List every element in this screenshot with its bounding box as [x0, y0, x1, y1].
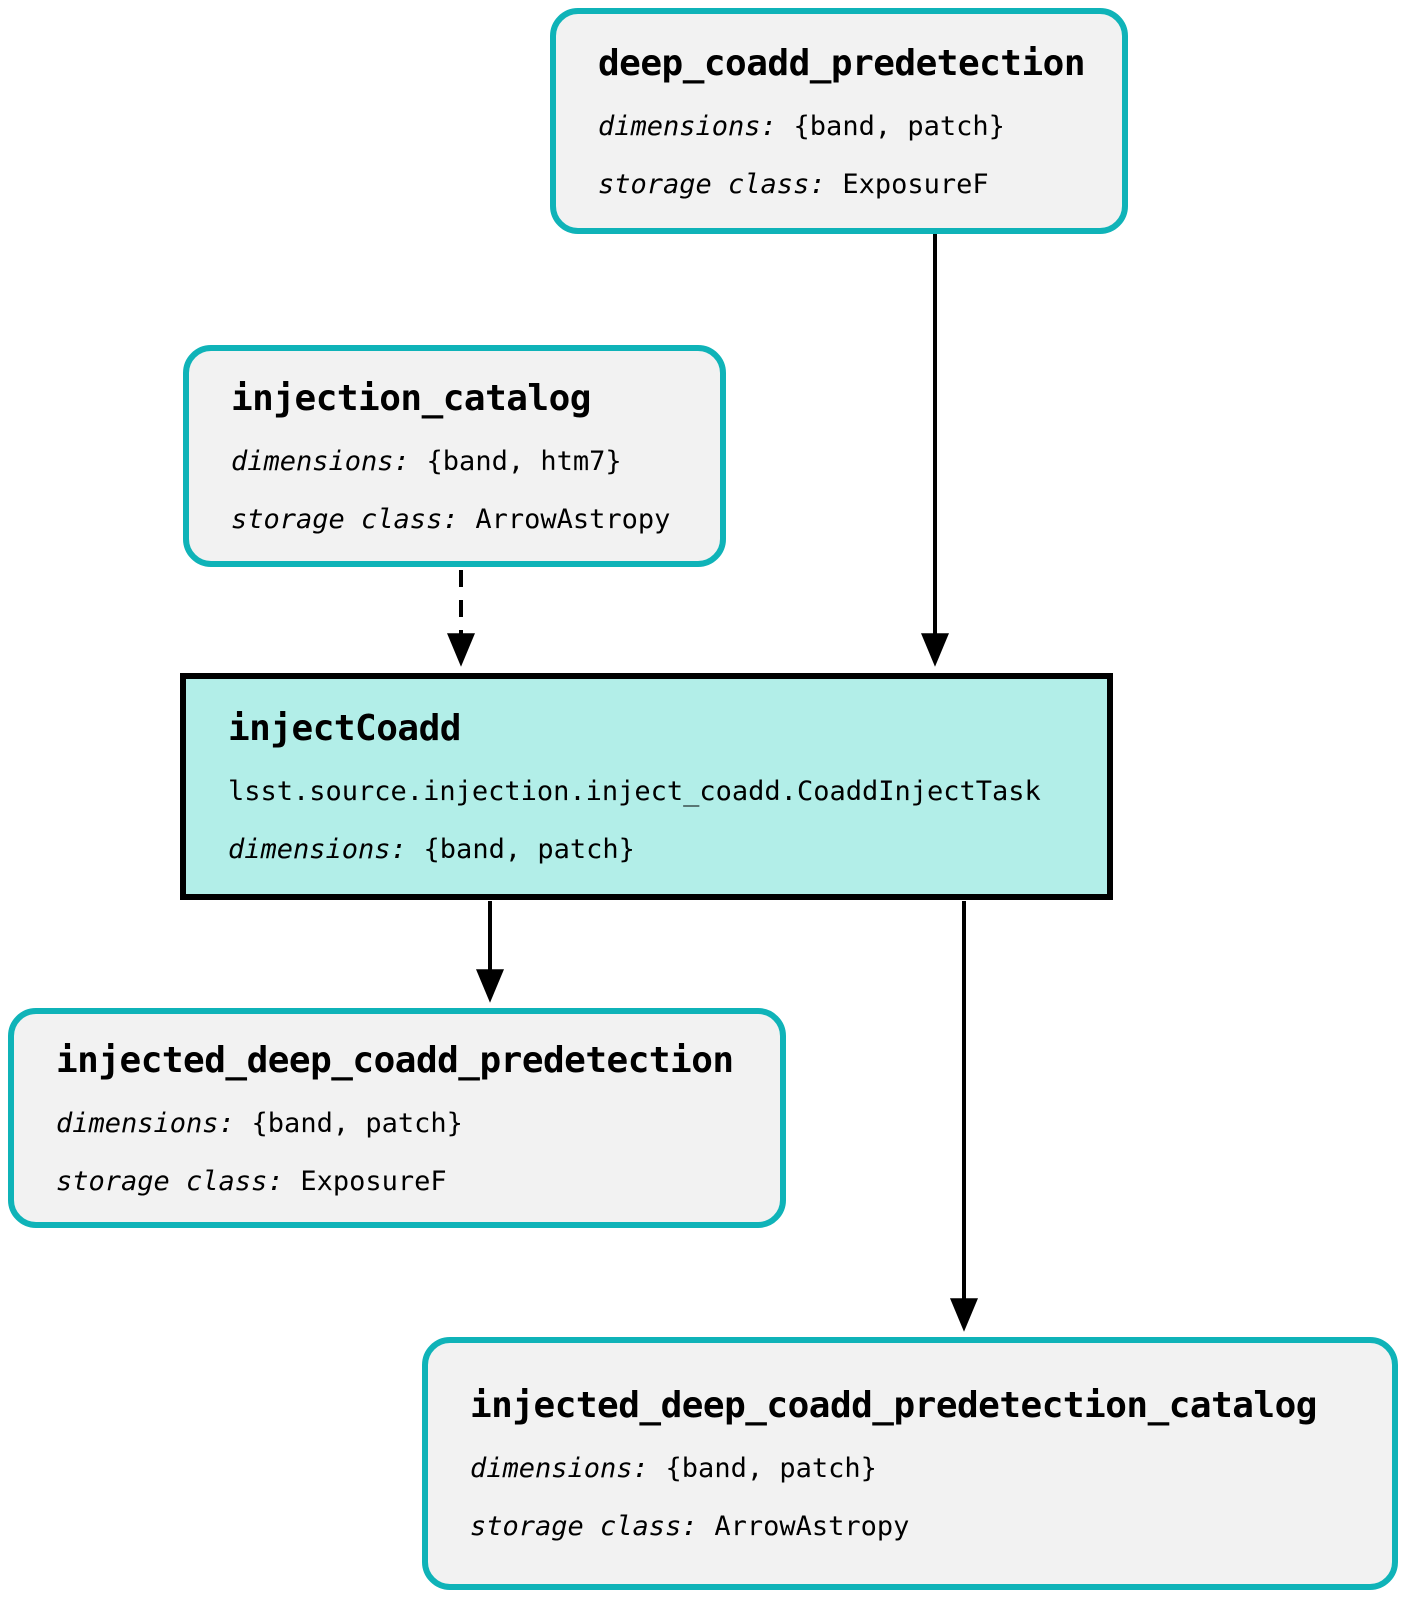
storage-class-value: ExposureF: [842, 168, 989, 200]
storage-class-value: ArrowAstropy: [714, 1511, 910, 1542]
dimensions-value: {band, patch}: [251, 1107, 463, 1139]
dimensions-line: dimensions: {band, htm7}: [231, 446, 678, 477]
storage-class-label: storage class:: [598, 168, 826, 200]
dataset-node-deep-coadd-predetection: deep_coadd_predetection dimensions: {band…: [550, 8, 1128, 234]
storage-class-line: storage class: ArrowAstropy: [231, 504, 678, 535]
dimensions-value: {band, patch}: [793, 110, 1005, 142]
dimensions-value: {band, htm7}: [426, 445, 622, 477]
node-title: injectCoadd: [228, 708, 461, 749]
node-title: injected_deep_coadd_predetection: [56, 1039, 734, 1081]
dimensions-line: dimensions: {band, patch}: [470, 1453, 1350, 1484]
dataset-node-injection-catalog: injection_catalog dimensions: {band, htm7…: [183, 345, 726, 567]
storage-class-label: storage class:: [231, 503, 459, 535]
dimensions-label: dimensions:: [56, 1107, 235, 1139]
task-class-path: lsst.source.injection.inject_coadd.Coadd…: [228, 776, 1041, 807]
node-title: injection_catalog: [231, 377, 591, 419]
dimensions-label: dimensions:: [228, 834, 407, 865]
storage-class-value: ExposureF: [300, 1165, 447, 1197]
dimensions-value: {band, patch}: [423, 834, 635, 865]
node-title: injected_deep_coadd_predetection_catalog: [470, 1385, 1317, 1426]
task-node-injectCoadd: injectCoadd lsst.source.injection.inject…: [180, 673, 1113, 900]
storage-class-value: ArrowAstropy: [475, 503, 671, 535]
dimensions-label: dimensions:: [598, 110, 777, 142]
dimensions-label: dimensions:: [231, 445, 410, 477]
storage-class-label: storage class:: [56, 1165, 284, 1197]
dimensions-line: dimensions: {band, patch}: [56, 1108, 738, 1139]
dataset-node-injected-deep-coadd-predetection: injected_deep_coadd_predetection dimensi…: [8, 1008, 786, 1228]
dimensions-value: {band, patch}: [665, 1453, 877, 1484]
storage-class-label: storage class:: [470, 1511, 698, 1542]
node-title: deep_coadd_predetection: [598, 42, 1086, 84]
dataset-node-injected-deep-coadd-predetection-catalog: injected_deep_coadd_predetection_catalog…: [422, 1337, 1398, 1590]
storage-class-line: storage class: ExposureF: [598, 169, 1080, 200]
dimensions-label: dimensions:: [470, 1453, 649, 1484]
storage-class-line: storage class: ArrowAstropy: [470, 1511, 1350, 1542]
storage-class-line: storage class: ExposureF: [56, 1166, 738, 1197]
dimensions-line: dimensions: {band, patch}: [598, 111, 1080, 142]
dimensions-line: dimensions: {band, patch}: [228, 834, 1065, 865]
